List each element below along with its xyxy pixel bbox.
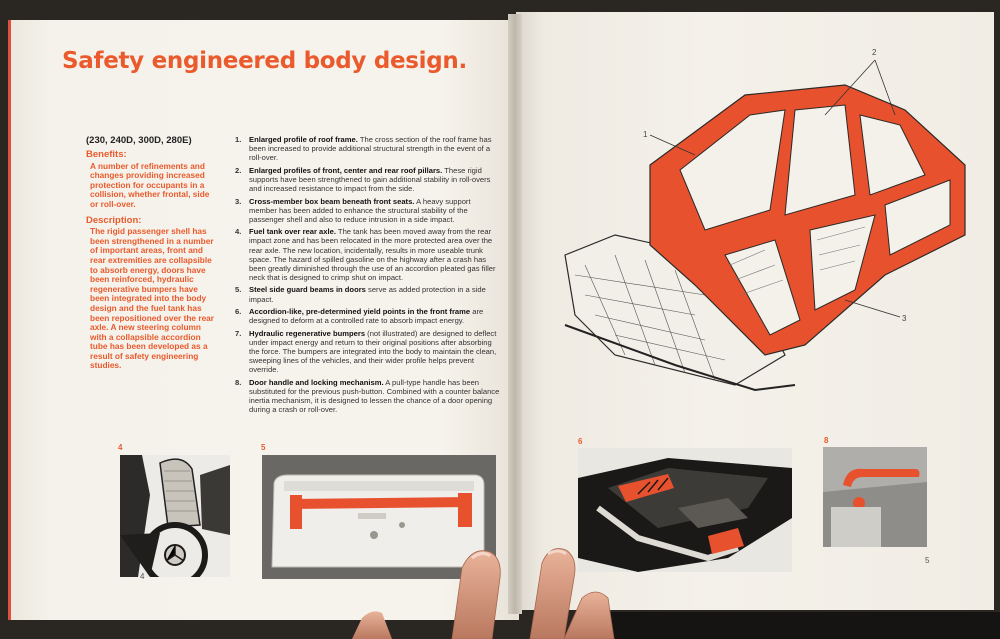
page-number-left: 4	[140, 572, 145, 581]
front-frame-illustration	[578, 448, 792, 572]
photo-5	[262, 455, 496, 579]
list-item: 7.Hydraulic regenerative bumpers (not il…	[235, 328, 497, 375]
list-item: 1.Enlarged profile of roof frame. The cr…	[235, 135, 492, 163]
door-beam-illustration	[262, 455, 496, 579]
benefits-heading: Benefits:	[86, 149, 127, 160]
car-body-illustration	[564, 59, 966, 392]
page-gutter	[508, 14, 522, 614]
feature-list: 1.Enlarged profile of roof frame. The cr…	[235, 135, 500, 418]
list-item: 3.Cross-member box beam beneath front se…	[235, 196, 471, 224]
diagram-label-1: 1	[643, 130, 648, 139]
photo-8-number: 8	[824, 436, 829, 445]
list-item: 5.Steel side guard beams in doors serve …	[235, 285, 486, 304]
photo-8	[823, 447, 927, 547]
diagram-label-2: 2	[872, 48, 877, 57]
list-item: 4.Fuel tank over rear axle. The tank has…	[235, 227, 496, 282]
photo-4-number: 4	[118, 443, 123, 452]
list-item: 6.Accordion-like, pre-determined yield p…	[235, 307, 484, 326]
photo-6	[578, 448, 792, 572]
hand-holding-page	[352, 538, 622, 639]
hand-illustration	[352, 548, 615, 639]
page-title: Safety engineered body design.	[62, 48, 467, 74]
headrest-illustration	[120, 455, 230, 577]
description-heading: Description:	[86, 214, 142, 226]
model-list: (230, 240D, 300D, 280E)	[86, 135, 192, 146]
table-edge	[580, 612, 1000, 639]
description-text: The rigid passenger shell has been stren…	[90, 226, 215, 371]
photo-6-number: 6	[578, 437, 583, 446]
page-number-right: 5	[925, 556, 930, 565]
benefits-text: A number of refinements and changes prov…	[90, 160, 210, 209]
body-shell-diagram	[555, 55, 975, 400]
list-item: 2.Enlarged profiles of front, center and…	[235, 165, 491, 193]
photo-4	[120, 455, 230, 577]
photo-5-number: 5	[261, 443, 266, 452]
diagram-label-3: 3	[902, 314, 907, 323]
list-item: 8.Door handle and locking mechanism. A p…	[235, 377, 500, 415]
benefits-column: Benefits: A number of refinements and ch…	[86, 150, 218, 377]
door-handle-illustration	[823, 447, 927, 547]
